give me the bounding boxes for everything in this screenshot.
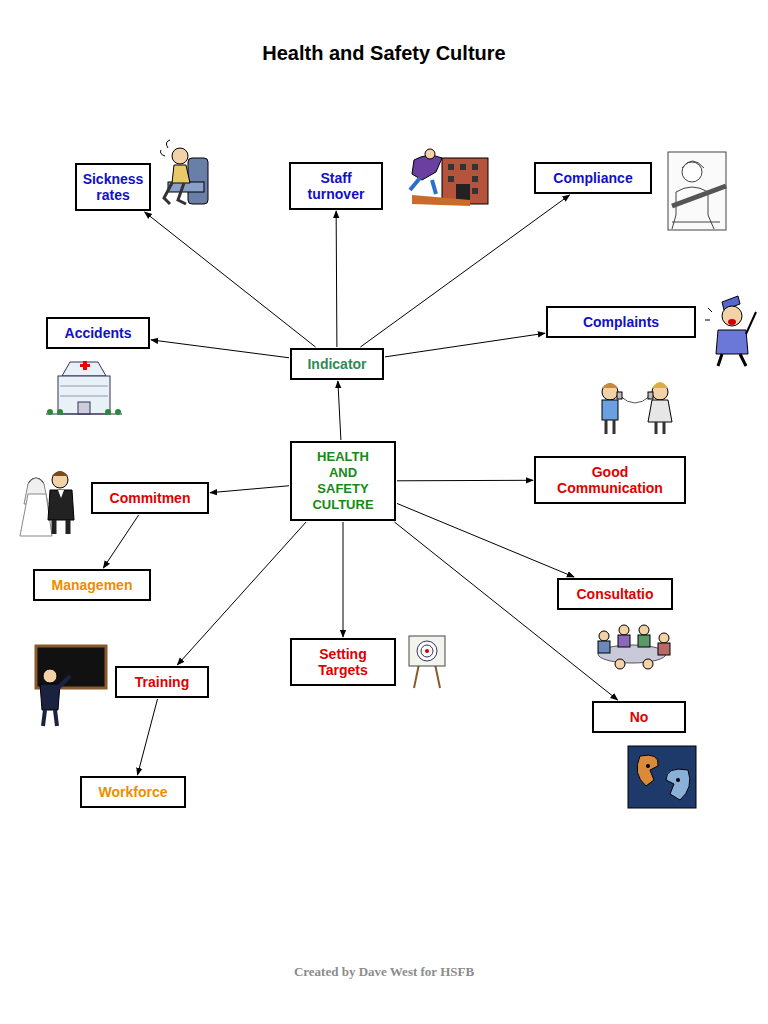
concept-box: Training (115, 666, 209, 698)
arrow-connector (338, 381, 341, 440)
sick-person-icon (161, 140, 209, 204)
box-label: Workforce (86, 784, 180, 800)
box-label: Consultatio (563, 586, 667, 602)
teacher-icon (36, 646, 106, 726)
arrow-connector (103, 515, 138, 568)
wedding-couple-icon (20, 471, 74, 536)
box-label: Managemen (39, 577, 145, 593)
box-label: Good Communication (540, 464, 680, 496)
concept-box: Good Communication (534, 456, 686, 504)
arrow-connector (397, 480, 533, 482)
concept-box: Managemen (33, 569, 151, 601)
kids-phone-icon (602, 382, 672, 434)
arrow-connector (177, 522, 306, 665)
meeting-icon (598, 625, 670, 669)
seatbelt-person-icon (668, 152, 726, 230)
box-label: Staff turnover (295, 170, 377, 202)
arrow-connector (397, 503, 574, 577)
box-label: HEALTH AND SAFETY CULTURE (308, 449, 378, 513)
box-label: Accidents (52, 325, 144, 341)
box-label: Compliance (540, 170, 646, 186)
box-label: No (598, 709, 680, 725)
arrow-connector (151, 340, 289, 358)
building-icon (410, 149, 488, 206)
arrow-connector (360, 195, 569, 347)
concept-box: Workforce (80, 776, 186, 808)
box-label: Training (121, 674, 203, 690)
concept-box: Accidents (46, 317, 150, 349)
concept-box: Staff turnover (289, 162, 383, 210)
concept-box: Setting Targets (290, 638, 396, 686)
arrow-connector (343, 522, 344, 637)
concept-box: Consultatio (557, 578, 673, 610)
complaining-man-icon (705, 296, 756, 366)
arrow-connector (145, 212, 316, 347)
target-icon (409, 636, 445, 688)
box-label: Setting Targets (296, 646, 390, 678)
credit-caption: Created by Dave West for HSFB (0, 964, 768, 980)
box-label: Indicator (296, 356, 378, 372)
box-label: Complaints (552, 314, 690, 330)
diagram-title: Health and Safety Culture (0, 42, 768, 65)
arrow-connector (385, 333, 545, 357)
faces-painting-icon (628, 746, 696, 808)
arrow-connector (137, 699, 157, 775)
concept-box: Indicator (290, 348, 384, 380)
concept-box: HEALTH AND SAFETY CULTURE (290, 441, 396, 521)
box-label: Commitmen (97, 490, 203, 506)
box-label: Sickness rates (81, 171, 145, 203)
arrow-connector (394, 522, 617, 700)
concept-box: No (592, 701, 686, 733)
concept-box: Sickness rates (75, 163, 151, 211)
arrow-connector (210, 486, 289, 493)
hospital-icon (46, 361, 122, 415)
arrow-connector (336, 211, 338, 347)
concept-box: Compliance (534, 162, 652, 194)
concept-box: Complaints (546, 306, 696, 338)
concept-box: Commitmen (91, 482, 209, 514)
